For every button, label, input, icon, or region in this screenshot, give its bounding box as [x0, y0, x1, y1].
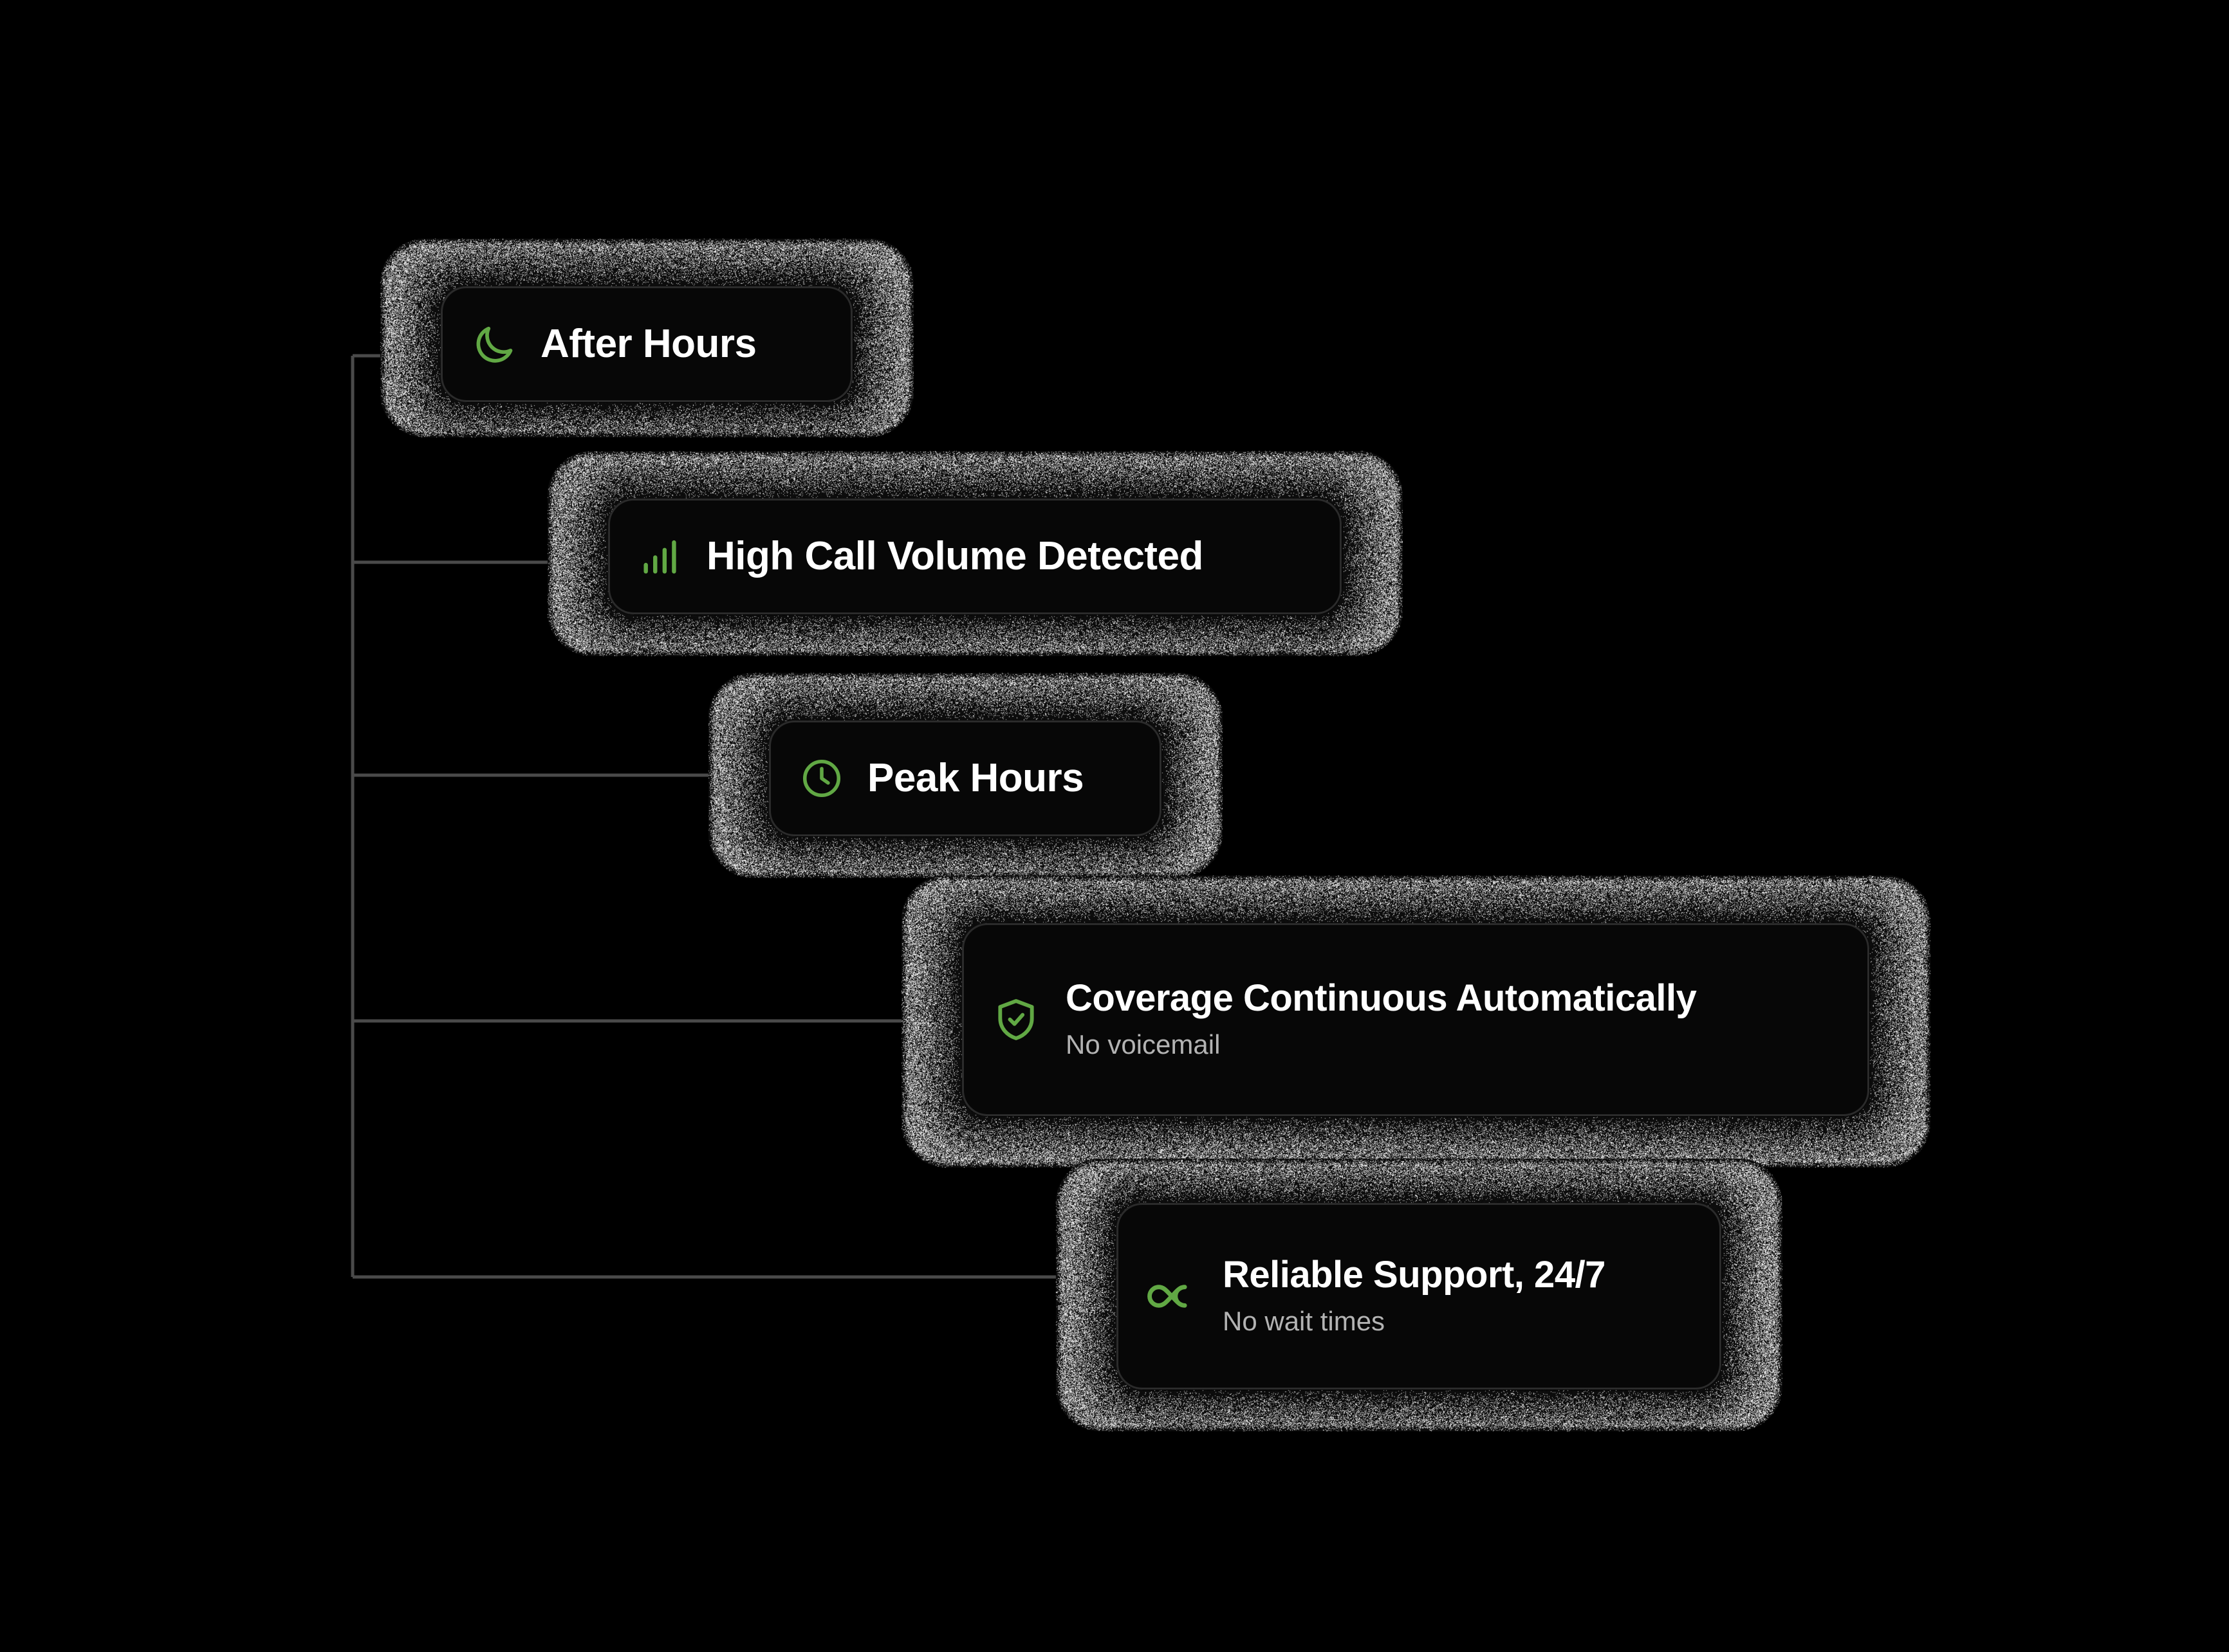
card-text-block: Reliable Support, 24/7 No wait times [1223, 1254, 1605, 1337]
clock-icon [799, 756, 844, 801]
card-title: Reliable Support, 24/7 [1223, 1254, 1605, 1296]
moon-icon [471, 321, 517, 367]
infinity-icon [1147, 1271, 1197, 1321]
card-body[interactable]: Reliable Support, 24/7 No wait times [1116, 1203, 1721, 1390]
shield-check-icon [992, 996, 1040, 1043]
card-text-block: Coverage Continuous Automatically No voi… [1066, 978, 1696, 1061]
card-coverage-continuous[interactable]: Coverage Continuous Automatically No voi… [901, 875, 1930, 1168]
card-text-block: After Hours [541, 322, 757, 366]
card-high-call-volume[interactable]: High Call Volume Detected [547, 450, 1403, 656]
card-text-block: High Call Volume Detected [707, 534, 1203, 578]
card-body[interactable]: High Call Volume Detected [608, 499, 1342, 614]
card-title: After Hours [541, 322, 757, 366]
card-title: Peak Hours [867, 756, 1084, 800]
card-title: High Call Volume Detected [707, 534, 1203, 578]
card-body[interactable]: Peak Hours [769, 720, 1161, 836]
card-peak-hours[interactable]: Peak Hours [708, 672, 1223, 878]
card-body[interactable]: After Hours [441, 286, 853, 402]
card-reliable-support[interactable]: Reliable Support, 24/7 No wait times [1055, 1158, 1782, 1431]
signal-bars-icon [638, 534, 683, 579]
card-subtitle: No wait times [1223, 1305, 1605, 1337]
card-body[interactable]: Coverage Continuous Automatically No voi… [962, 923, 1869, 1116]
card-subtitle: No voicemail [1066, 1029, 1696, 1061]
card-title: Coverage Continuous Automatically [1066, 978, 1696, 1020]
card-after-hours[interactable]: After Hours [380, 238, 914, 437]
card-text-block: Peak Hours [867, 756, 1084, 800]
